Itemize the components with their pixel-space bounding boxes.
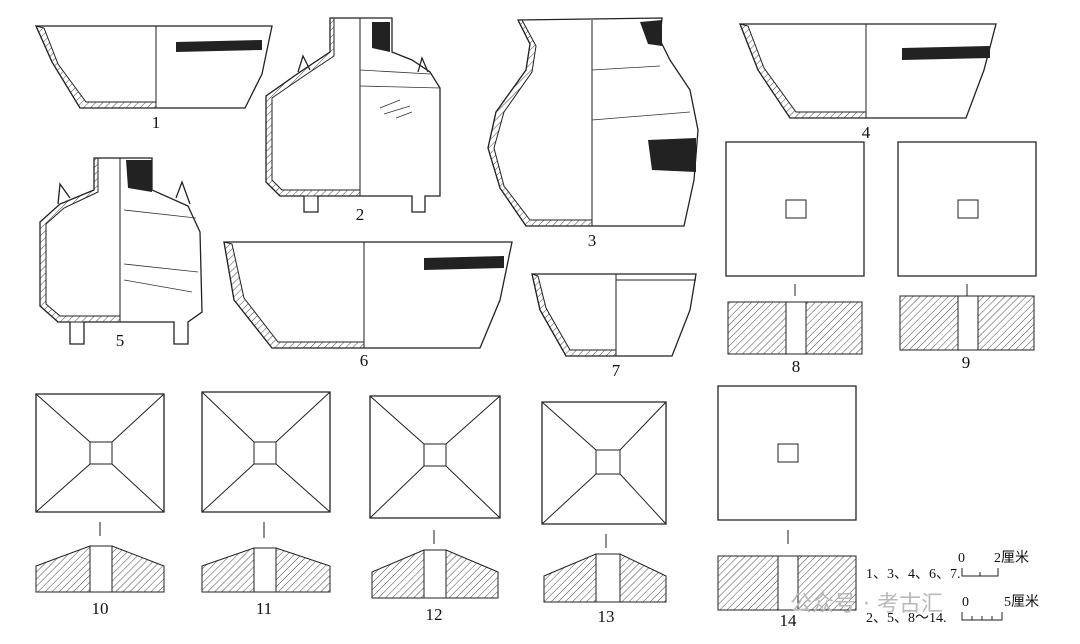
artifact-2-lidded-pot xyxy=(265,17,441,213)
label-9: 9 xyxy=(961,353,971,372)
label-3: 3 xyxy=(587,231,597,250)
artifact-8-weight xyxy=(725,141,865,355)
label-13: 13 xyxy=(597,607,615,626)
label-1: 1 xyxy=(151,113,161,132)
watermark: 公众号 · 考古汇 xyxy=(790,592,943,617)
label-6: 6 xyxy=(359,351,369,370)
label-5: 5 xyxy=(115,331,125,350)
artifact-9-weight xyxy=(897,141,1037,351)
artifact-6-basin xyxy=(223,241,513,349)
scale-value-small: 2厘米 xyxy=(994,551,1029,566)
scale-bar-small xyxy=(961,568,999,577)
artifact-3-jar xyxy=(487,17,699,227)
artifact-7-cup xyxy=(531,273,697,357)
label-2: 2 xyxy=(355,205,365,224)
label-12: 12 xyxy=(425,605,443,624)
label-10: 10 xyxy=(91,599,109,618)
label-4: 4 xyxy=(861,123,871,142)
label-7: 7 xyxy=(611,361,621,380)
label-8: 8 xyxy=(791,357,801,376)
artifact-14-weight xyxy=(717,385,857,611)
scale-items-small: 1、3、4、6、7. xyxy=(866,567,961,582)
scale-items-large: 2、5、8～14. xyxy=(866,611,947,626)
artifact-5-flask xyxy=(39,157,203,345)
artifact-4-bowl xyxy=(739,23,997,119)
label-14: 14 xyxy=(779,611,797,630)
label-11: 11 xyxy=(255,599,273,618)
scale-bar-large xyxy=(961,612,1003,621)
scale-value-large: 5厘米 xyxy=(1004,595,1039,610)
artifact-12-weight xyxy=(369,395,501,599)
scale-zero-small: 0 xyxy=(958,551,965,566)
artifact-10-weight xyxy=(35,393,165,593)
scale-zero-large: 0 xyxy=(962,595,969,610)
artifact-13-weight xyxy=(541,401,667,603)
artifact-11-weight xyxy=(201,391,331,593)
artifact-1-bowl xyxy=(34,25,273,109)
